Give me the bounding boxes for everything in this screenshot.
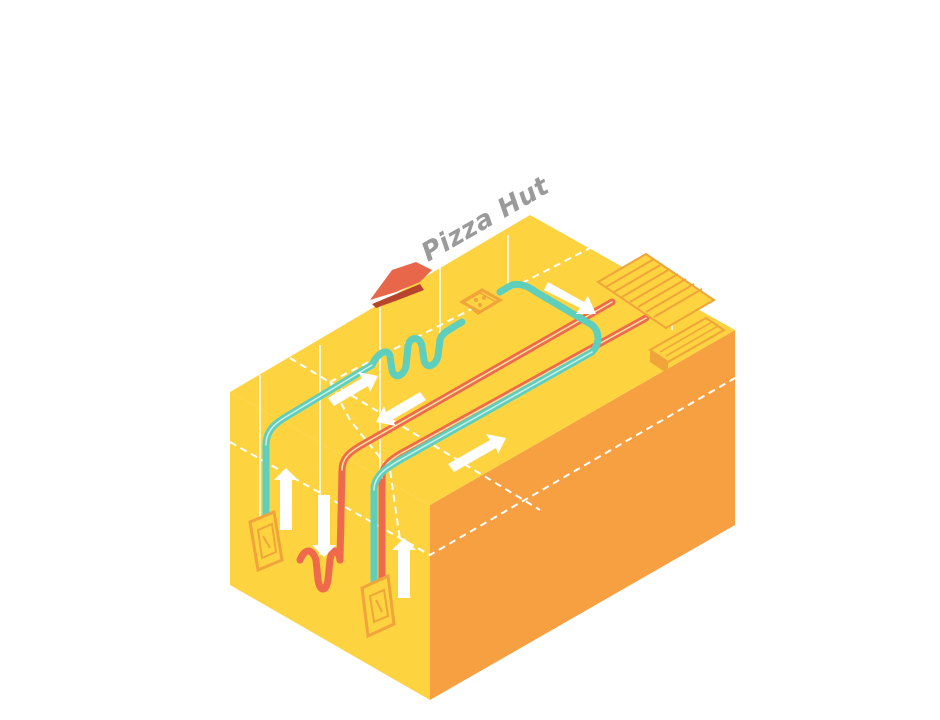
tray-icon — [648, 316, 726, 374]
red-pipes — [296, 298, 650, 602]
arrow-up-right — [392, 538, 416, 598]
arrow-down-middle — [312, 495, 336, 557]
grill-icon — [596, 252, 716, 330]
arrow-lower-right — [448, 434, 506, 472]
direction-arrows — [274, 282, 596, 598]
pizza-box-icon — [360, 573, 396, 639]
arrow-mid-left — [376, 392, 426, 426]
logo-roof — [370, 262, 432, 300]
pizza-slice-icon — [459, 288, 503, 315]
arrow-upper-right — [328, 372, 378, 406]
pizza-box-icon — [248, 509, 284, 573]
arrow-top-right — [544, 282, 596, 314]
teal-pipes — [262, 280, 602, 594]
arrow-up-left — [274, 468, 298, 530]
